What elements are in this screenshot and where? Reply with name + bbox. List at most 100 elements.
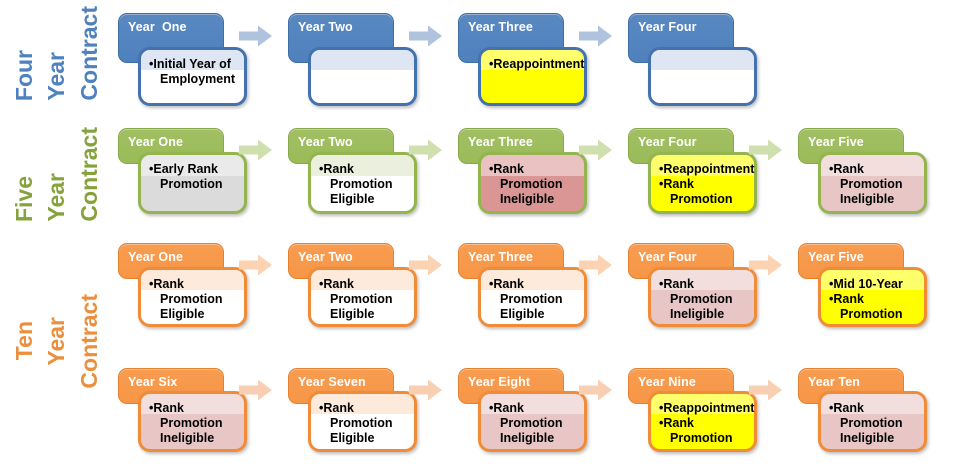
bullet-text: Rank Promotion Ineligible — [493, 162, 563, 206]
bullet-item: •Reappointment — [489, 57, 584, 72]
timeline-cell: Year One •Rank Promotion Eligible — [118, 238, 278, 350]
card-bullet-list: •Rank Promotion Eligible — [481, 270, 584, 322]
card-bullet-list: •Reappointment — [481, 50, 584, 72]
bullet-marker: • — [319, 277, 324, 291]
bullet-text: Initial Year of Employment — [153, 57, 236, 86]
timeline-cell: Year Nine •Reappointment•Rank Promotion — [628, 363, 788, 472]
right-arrow — [239, 254, 273, 276]
bullet-marker: • — [659, 277, 664, 291]
timeline-cell: Year One•Early Rank Promotion — [118, 123, 278, 235]
bullet-marker: • — [489, 162, 494, 176]
year-card: •Rank Promotion Eligible — [308, 267, 417, 327]
bullet-text: Rank Promotion — [663, 177, 733, 206]
year-card: •Rank Promotion Eligible — [478, 267, 587, 327]
bullet-marker: • — [659, 162, 664, 176]
card-bullet-list: •Initial Year of Employment — [141, 50, 244, 87]
bullet-marker: • — [149, 162, 154, 176]
year-header-label: Year Three — [468, 250, 533, 264]
year-header-label: Year Ten — [808, 375, 860, 389]
year-card: •Early Rank Promotion — [138, 152, 247, 214]
year-header-label: Year Two — [298, 135, 353, 149]
timeline-cell: Year One•Initial Year of Employment — [118, 8, 278, 120]
year-header-label: Year Two — [298, 20, 353, 34]
bullet-text: Rank Promotion Ineligible — [153, 401, 223, 445]
bullet-marker: • — [829, 277, 834, 291]
bullet-text: Rank Promotion — [833, 292, 903, 321]
timeline-cell: Year Two •Rank Promotion Eligible — [288, 238, 448, 350]
year-card: •Rank Promotion Eligible — [308, 391, 417, 452]
year-card: •Rank Promotion Ineligible — [648, 267, 757, 327]
timeline-cell: Year Two — [288, 8, 448, 120]
year-card: •Rank Promotion Ineligible — [138, 391, 247, 452]
right-arrow — [749, 139, 783, 161]
right-arrow — [579, 379, 613, 401]
bullet-text: Rank Promotion Eligible — [323, 162, 393, 206]
year-card: •Reappointment — [478, 47, 587, 106]
year-header-label: Year Four — [638, 250, 697, 264]
bullet-marker: • — [149, 277, 154, 291]
bullet-text: Early Rank Promotion — [153, 162, 223, 191]
bullet-marker: • — [319, 401, 324, 415]
bullet-text: Rank Promotion Eligible — [493, 277, 563, 321]
bullet-marker: • — [149, 401, 154, 415]
timeline-cell: Year Ten •Rank Promotion Ineligible — [798, 363, 958, 472]
bullet-item: •Rank Promotion Eligible — [319, 162, 411, 207]
timeline-cell: Year Four •Rank Promotion Ineligible — [628, 238, 788, 350]
bullet-item: •Rank Promotion — [829, 292, 921, 322]
year-card: •Reappointment•Rank Promotion — [648, 152, 757, 214]
card-bullet-list: •Rank Promotion Eligible — [311, 270, 414, 322]
bullet-text: Rank Promotion Eligible — [323, 401, 393, 445]
bullet-text: Reappointment — [663, 401, 755, 415]
year-card: •Rank Promotion Ineligible — [818, 391, 927, 452]
card-bullet-list: •Rank Promotion Eligible — [311, 155, 414, 207]
card-bullet-list — [651, 50, 754, 57]
timeline-row-four-year-contract: Year One•Initial Year of Employment Year … — [0, 8, 960, 120]
bullet-text: Mid 10-Year — [833, 277, 903, 291]
year-header-label: Year Four — [638, 135, 697, 149]
right-arrow — [749, 379, 783, 401]
bullet-marker: • — [659, 416, 664, 430]
bullet-marker: • — [489, 57, 494, 71]
card-bullet-list: •Rank Promotion Ineligible — [821, 155, 924, 207]
bullet-text: Rank Promotion Eligible — [153, 277, 223, 321]
bullet-marker: • — [489, 401, 494, 415]
bullet-item: •Rank Promotion — [659, 416, 751, 446]
right-arrow — [579, 25, 613, 47]
year-header-label: Year One — [128, 250, 183, 264]
year-header-label: Year Six — [128, 375, 178, 389]
bullet-text: Rank Promotion Eligible — [323, 277, 393, 321]
card-bullet-list: •Mid 10-Year•Rank Promotion — [821, 270, 924, 322]
right-arrow — [239, 25, 273, 47]
bullet-text: Rank Promotion Ineligible — [663, 277, 733, 321]
bullet-item: •Rank Promotion Eligible — [319, 401, 411, 446]
bullet-item: •Rank Promotion Ineligible — [489, 401, 581, 446]
bullet-item: •Rank Promotion Eligible — [489, 277, 581, 322]
year-card: •Rank Promotion Ineligible — [478, 152, 587, 214]
timeline-cell: Year Six •Rank Promotion Ineligible — [118, 363, 278, 472]
bullet-text: Reappointment — [663, 162, 755, 176]
bullet-marker: • — [829, 292, 834, 306]
right-arrow — [409, 25, 443, 47]
bullet-item: •Rank Promotion Ineligible — [829, 162, 921, 207]
year-card: •Mid 10-Year•Rank Promotion — [818, 267, 927, 327]
timeline-cell: Year Three •Rank Promotion Eligible — [458, 238, 618, 350]
bullet-marker: • — [489, 277, 494, 291]
bullet-item: •Rank Promotion Ineligible — [149, 401, 241, 446]
card-bullet-list: •Rank Promotion Ineligible — [141, 394, 244, 446]
year-header-label: Year Nine — [638, 375, 696, 389]
card-bullet-list — [311, 50, 414, 57]
year-header-label: Year Seven — [298, 375, 366, 389]
bullet-item: •Reappointment — [659, 401, 755, 416]
bullet-marker: • — [829, 162, 834, 176]
bullet-item: •Rank Promotion Ineligible — [829, 401, 921, 446]
bullet-marker: • — [659, 177, 664, 191]
bullet-marker: • — [659, 401, 664, 415]
bullet-text: Rank Promotion Ineligible — [493, 401, 563, 445]
year-card: •Rank Promotion Ineligible — [818, 152, 927, 214]
bullet-item: •Rank Promotion Eligible — [149, 277, 241, 322]
year-header-label: Year Five — [808, 135, 864, 149]
year-header-label: Year Two — [298, 250, 353, 264]
